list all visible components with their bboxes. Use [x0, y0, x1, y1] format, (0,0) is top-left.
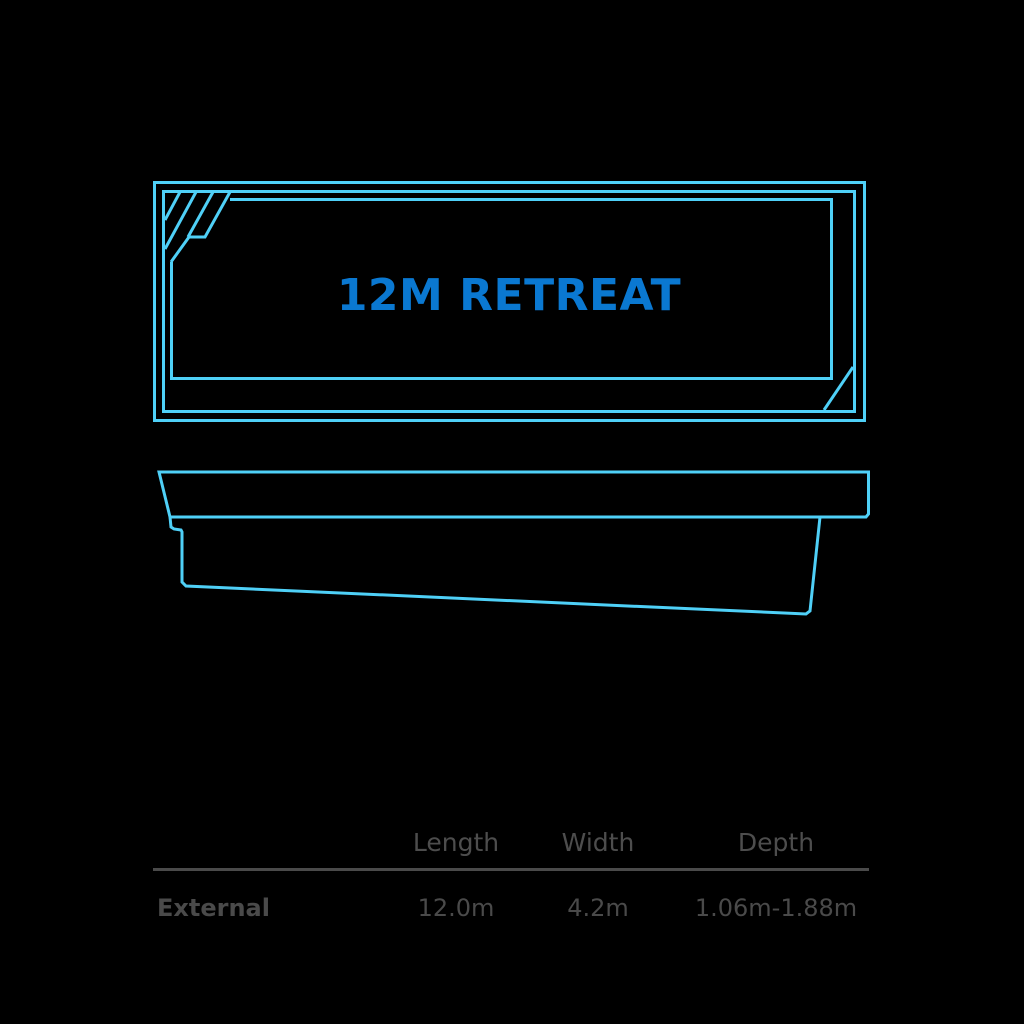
outer-coping-outline — [153, 181, 866, 422]
length-value: 12.0m — [417, 894, 495, 922]
shell-body-outline — [168, 516, 822, 616]
width-value: 4.2m — [567, 894, 629, 922]
coping-band-outline — [157, 470, 870, 519]
step-hatch-line — [163, 191, 198, 250]
table-row: External 12.0m 4.2m 1.06m-1.88m — [153, 885, 869, 931]
plan-view — [153, 181, 866, 422]
pool-floor-outline — [170, 198, 833, 380]
table-divider — [153, 868, 869, 871]
header-depth: Depth — [737, 828, 815, 857]
step-hatch-line — [163, 191, 182, 221]
corner-bench-line — [822, 366, 855, 411]
pool-shell-outline — [162, 190, 856, 413]
pool-model-title: 12M RETREAT — [336, 270, 682, 321]
dimensions-table-header: Length Width Depth — [153, 820, 869, 866]
depth-value: 1.06m-1.88m — [694, 894, 858, 922]
dimensions-table: Length Width Depth External 12.0m 4.2m 1… — [153, 820, 869, 931]
side-profile-view — [157, 470, 870, 616]
header-length: Length — [412, 828, 500, 857]
row-label: External — [157, 894, 270, 922]
header-width: Width — [561, 828, 635, 857]
step-hatch-line — [186, 191, 215, 238]
entry-step-outline — [169, 191, 232, 263]
